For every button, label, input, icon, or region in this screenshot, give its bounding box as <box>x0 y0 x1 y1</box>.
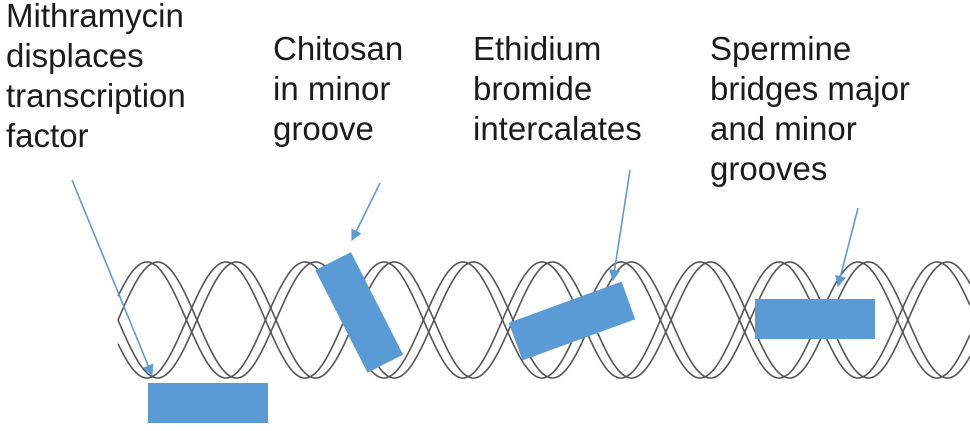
mithramycin-label-line-4: factor <box>6 117 89 154</box>
chitosan-arrow <box>351 182 381 242</box>
ethidium-label-line-1: Ethidium <box>473 30 602 67</box>
spermine-label-line-4: grooves <box>710 150 828 187</box>
spermine-label: Spermine bridges major and minor grooves <box>710 29 910 189</box>
spermine-label-line-3: and minor <box>710 110 857 147</box>
chitosan-label: Chitosan in minor groove <box>273 29 403 149</box>
helix-strand-4 <box>117 261 970 379</box>
ethidium-block <box>508 281 636 361</box>
spermine-block <box>755 299 875 339</box>
mithramycin-label: Mithramycin displaces transcription fact… <box>6 0 186 156</box>
ethidium-arrow <box>609 169 631 282</box>
mithramycin-label-line-2: displaces <box>6 37 144 74</box>
ethidium-label: Ethidium bromide intercalates <box>473 29 642 149</box>
chitosan-block <box>315 252 404 373</box>
spermine-label-line-2: bridges major <box>710 70 910 107</box>
spermine-arrow <box>835 207 859 288</box>
mithramycin-label-line-1: Mithramycin <box>6 0 184 34</box>
chitosan-label-line-1: Chitosan <box>273 30 404 67</box>
ethidium-label-line-2: bromide <box>473 70 593 107</box>
ethidium-label-line-3: intercalates <box>473 110 642 147</box>
helix-strand-2 <box>117 261 970 379</box>
mithramycin-block <box>148 383 268 423</box>
mithramycin-label-line-3: transcription <box>6 77 186 114</box>
chitosan-label-line-3: groove <box>273 110 374 147</box>
spermine-label-line-1: Spermine <box>710 30 852 67</box>
chitosan-label-line-2: in minor <box>273 70 391 107</box>
mithramycin-arrow <box>71 179 154 377</box>
